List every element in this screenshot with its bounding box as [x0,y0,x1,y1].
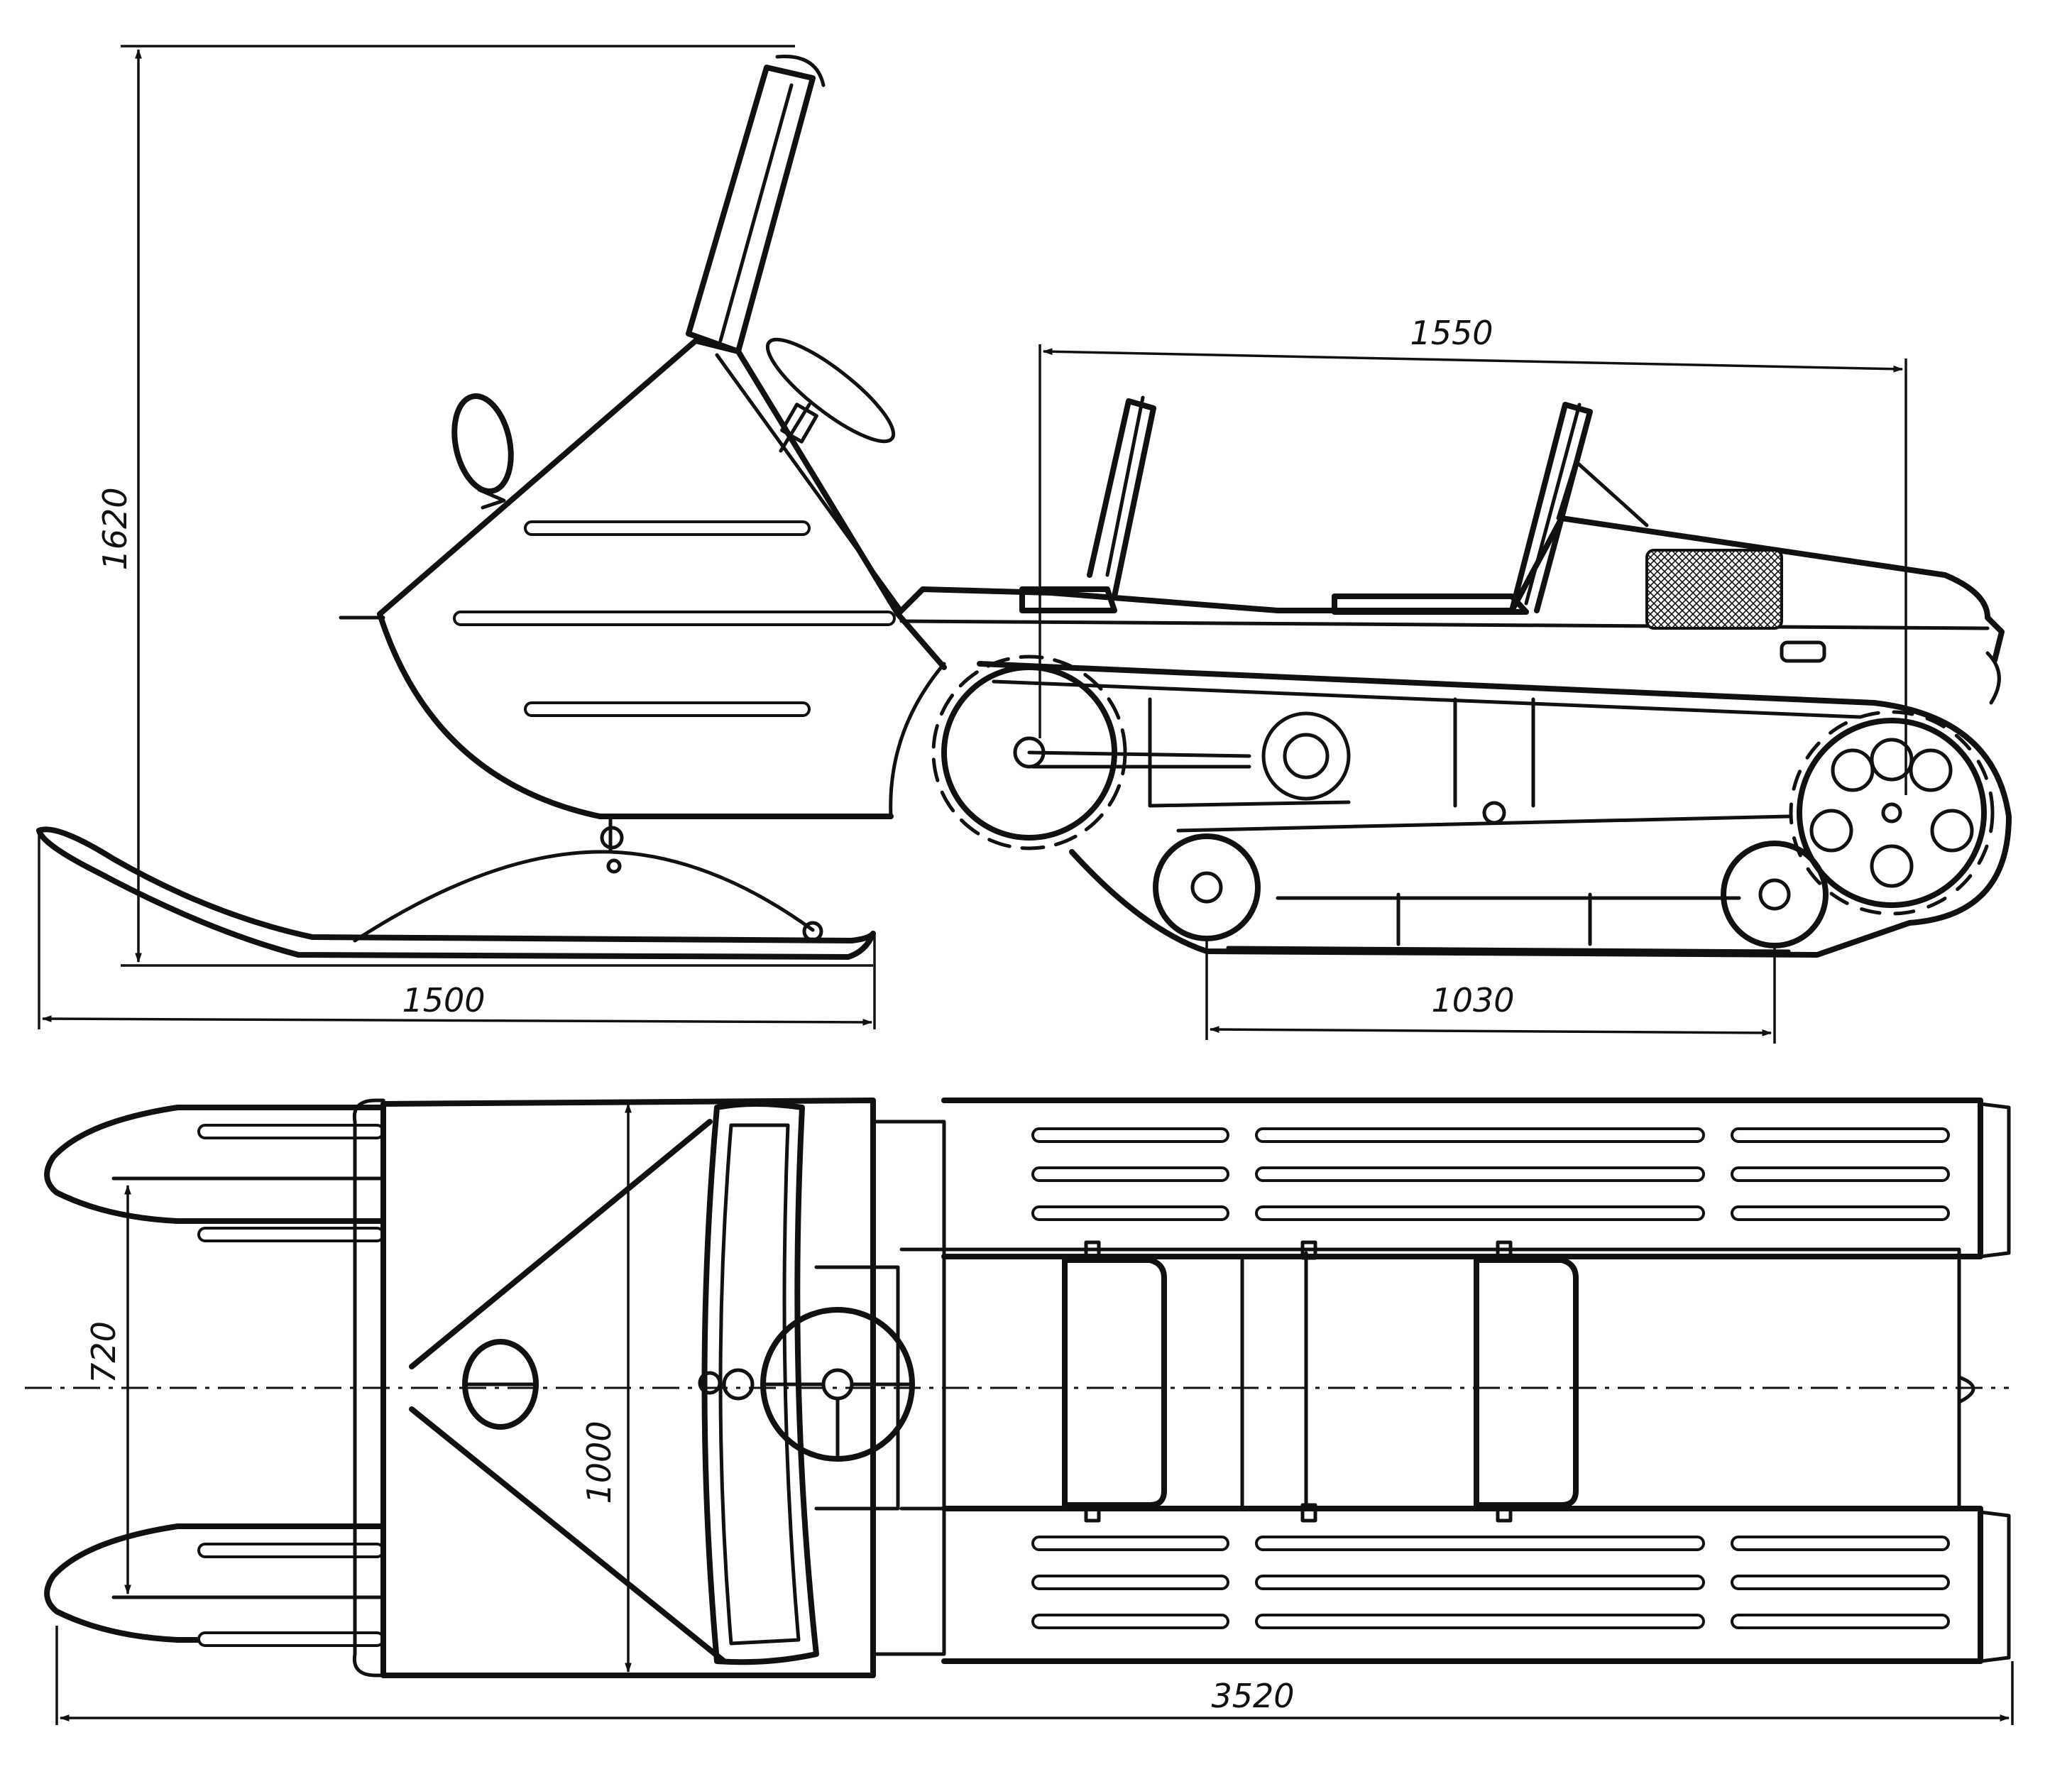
side-view: 1620 1550 1500 1030 [36,45,2012,1044]
seats [1019,395,1649,615]
ski-top-upper [44,1105,386,1242]
dim-ski-track: 720 [84,1184,131,1595]
rear-frame-top [871,1120,1975,1656]
dim-overall-length: 3520 [55,1626,2014,1725]
dim-ski-length-label: 1500 [402,981,485,1019]
front-ski [36,814,876,960]
dim-height-label: 1620 [96,487,134,570]
track-top-upper [941,1098,2011,1259]
track-top-lower [941,1506,2011,1664]
dim-width-label: 1000 [580,1421,618,1504]
dim-track-length: 1550 [1038,314,1907,795]
dim-track-base: 1030 [1205,941,1776,1044]
dashboard-top [698,1265,915,1511]
dim-overall-length-label: 3520 [1211,1677,1294,1715]
hood-top [352,1098,876,1678]
headlight [451,393,514,510]
front-cowl [339,338,947,819]
track-assembly [931,655,2012,958]
dim-ski-length: 1500 [38,834,876,1029]
top-view: 720 1000 3520 [25,1098,2014,1725]
dim-height: 1620 [96,45,873,967]
dim-width: 1000 [580,1102,632,1673]
steering-wheel [765,337,896,453]
windshield-top [701,1101,819,1665]
windshield [686,55,826,354]
ski-top-lower [44,1523,386,1647]
dim-track-base-label: 1030 [1431,981,1514,1019]
dim-ski-track-label: 720 [84,1321,123,1384]
chassis [889,515,2005,819]
dim-track-length-label: 1550 [1410,314,1493,352]
